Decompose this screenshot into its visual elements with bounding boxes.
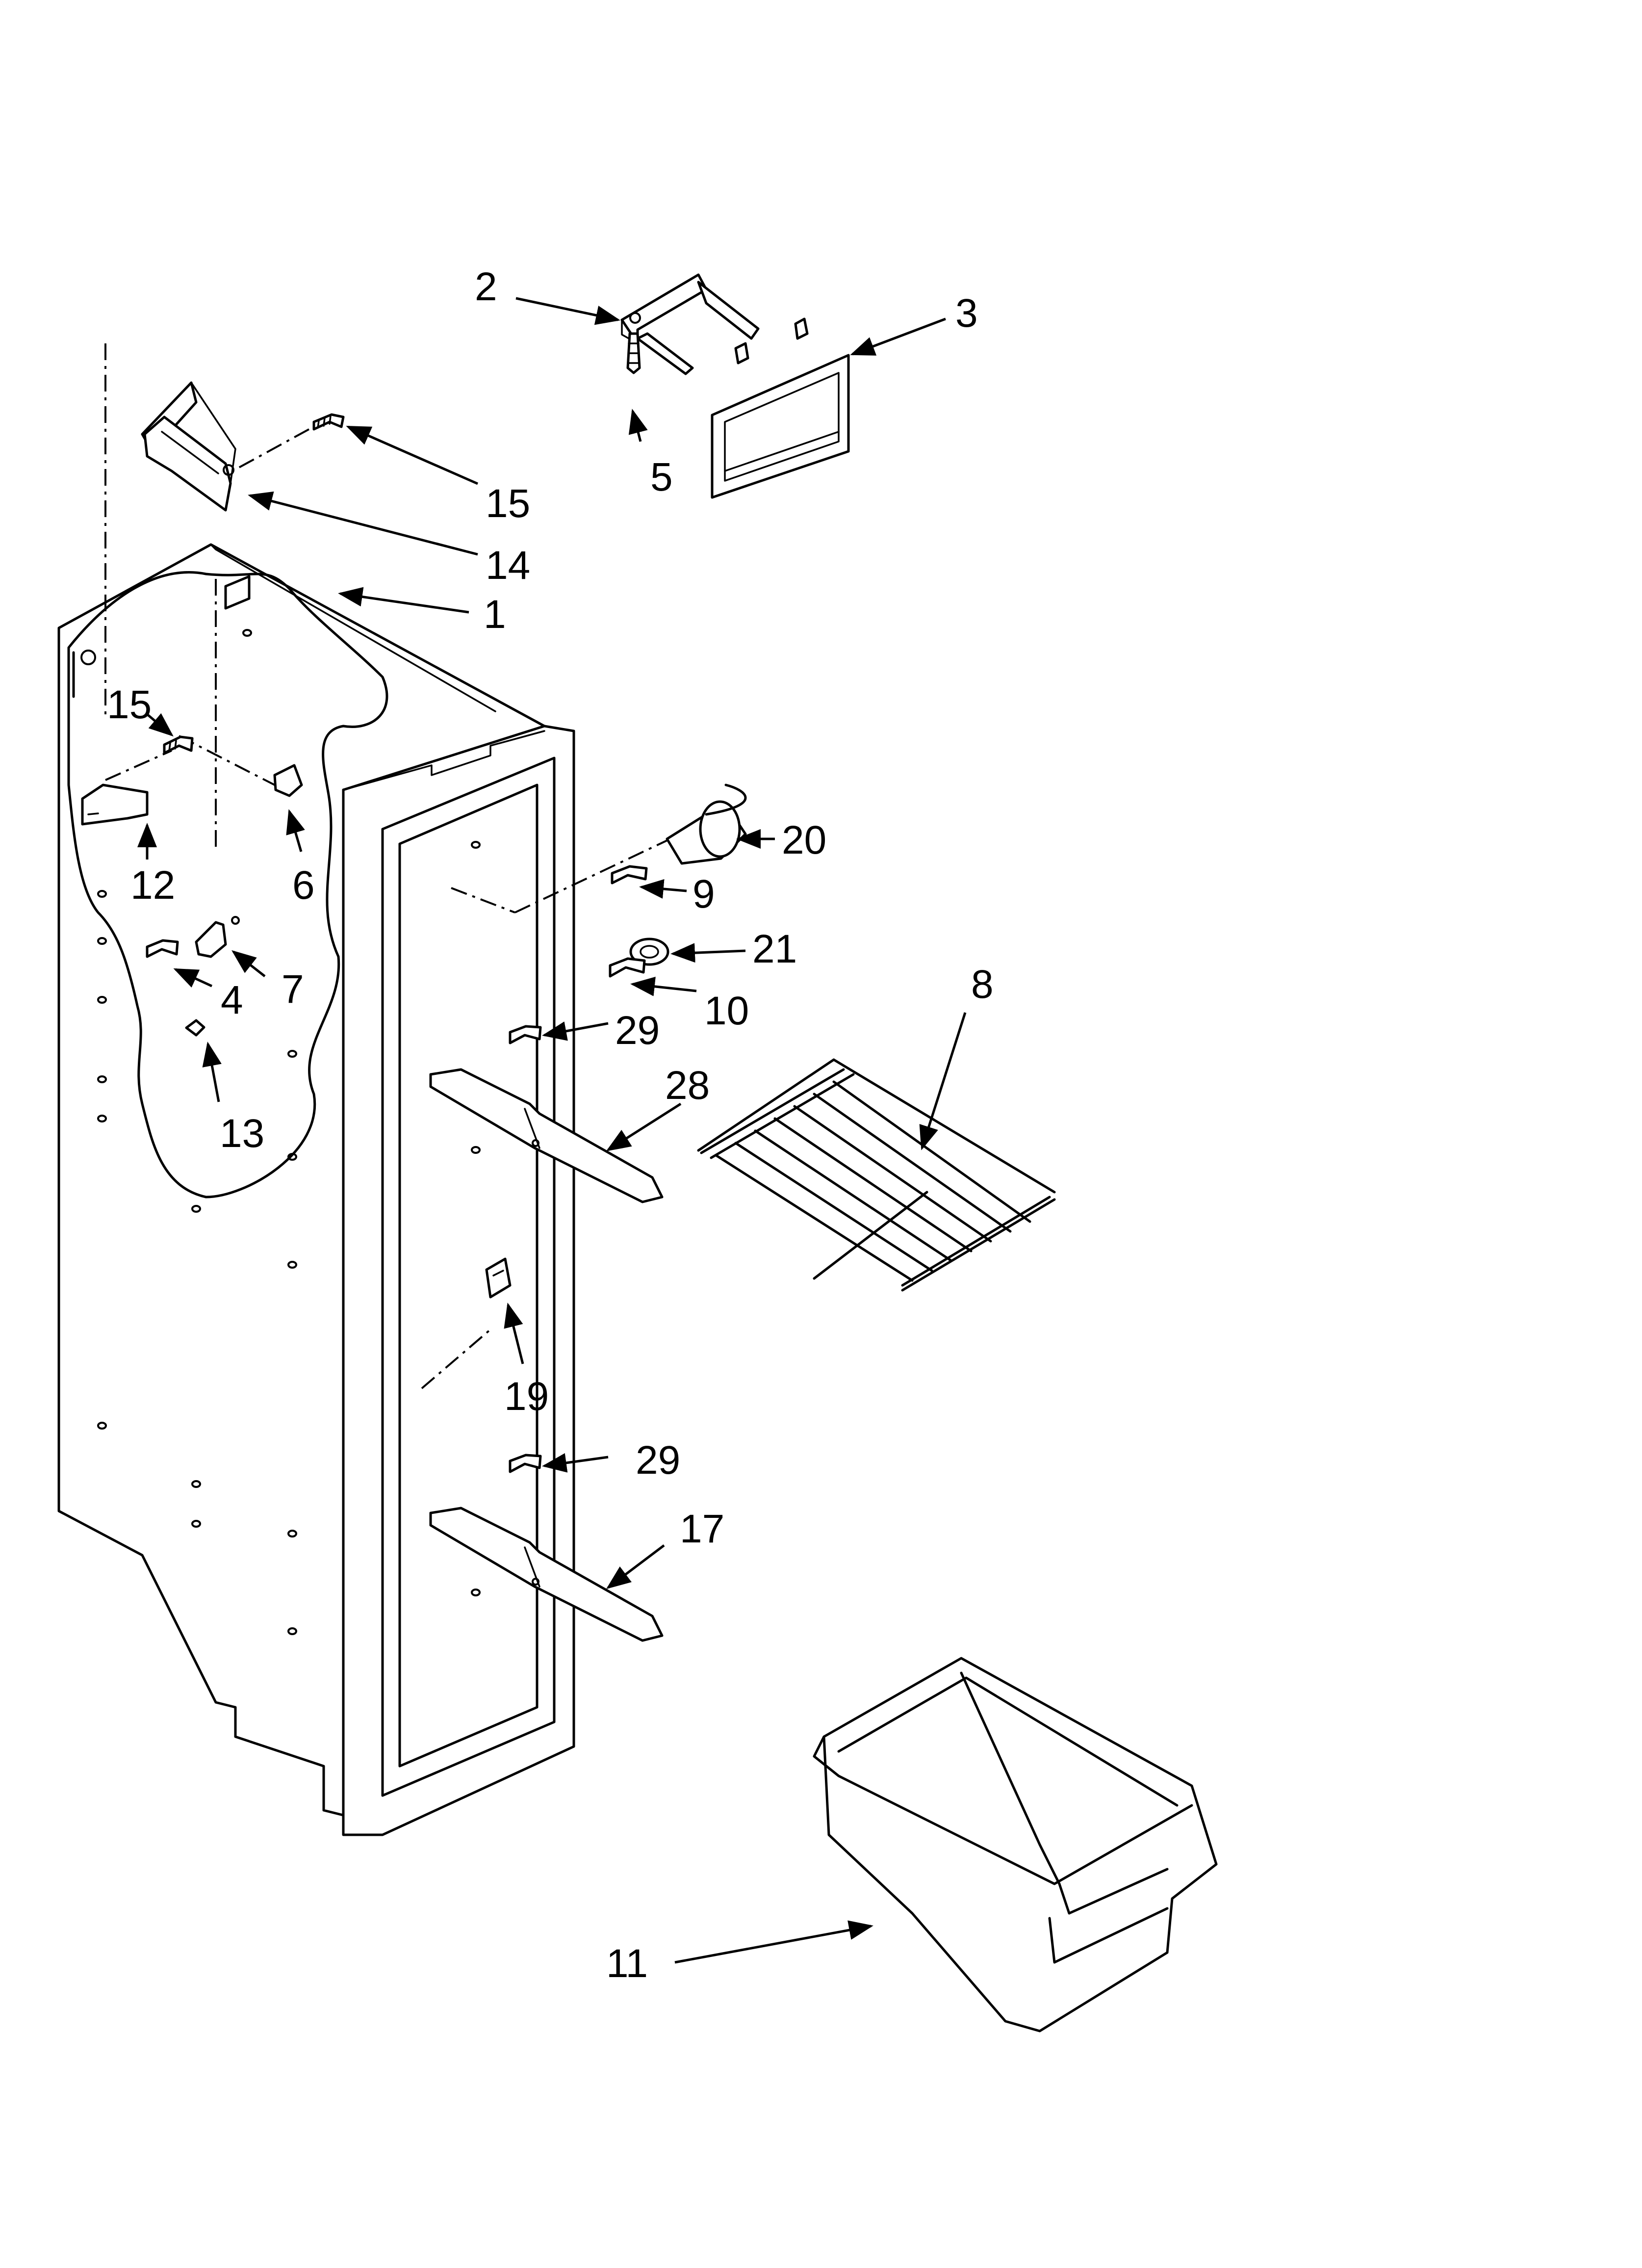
callout-13: 13 — [220, 1111, 264, 1156]
part-13-fastener — [185, 1019, 205, 1037]
part-29-screw-lower — [509, 1454, 542, 1473]
callout-19: 19 — [504, 1374, 549, 1419]
part-6-clip — [273, 764, 303, 797]
part-21-cap — [629, 938, 669, 966]
callout-2: 2 — [475, 264, 497, 309]
callout-14: 14 — [486, 543, 530, 588]
part-5-screw — [626, 332, 641, 374]
callout-20: 20 — [782, 818, 826, 862]
callout-11: 11 — [606, 1941, 648, 1986]
part-17-shelf-support — [429, 1507, 664, 1642]
callout-labels: 2 3 5 15 14 1 15 12 6 20 9 21 10 8 4 7 2… — [107, 264, 994, 1986]
callout-28: 28 — [665, 1063, 710, 1108]
callout-17: 17 — [680, 1507, 724, 1551]
callout-5: 5 — [650, 455, 673, 499]
callout-4: 4 — [221, 978, 243, 1022]
callout-10: 10 — [704, 989, 749, 1033]
callout-29: 29 — [636, 1438, 680, 1483]
part-11-bin — [813, 1657, 1218, 2033]
callout-15: 15 — [486, 481, 530, 526]
part-9-screw — [611, 865, 648, 885]
part-29-screw-upper — [509, 1025, 542, 1044]
freezer-liner — [57, 543, 575, 1836]
liner-mount-holes — [97, 629, 481, 1635]
part-20-housing — [666, 783, 747, 865]
callout-7: 7 — [282, 967, 304, 1012]
callout-29: 29 — [615, 1008, 660, 1053]
callout-21: 21 — [752, 927, 797, 971]
part-19-switch — [485, 1257, 512, 1299]
callout-3: 3 — [955, 291, 978, 336]
part-15-screw-top — [312, 413, 345, 431]
callout-12: 12 — [130, 863, 175, 908]
callout-9: 9 — [693, 872, 715, 916]
part-3-cover — [711, 317, 850, 499]
callout-arrows — [137, 297, 967, 1964]
part-28-shelf-support — [429, 1068, 664, 1203]
callout-6: 6 — [292, 863, 315, 908]
callout-15: 15 — [107, 682, 152, 727]
part-15-screw-side — [163, 735, 194, 755]
part-4-screw — [146, 939, 179, 958]
callout-8: 8 — [971, 962, 994, 1007]
part-7-bracket — [195, 916, 240, 958]
part-8-wire-shelf — [697, 1058, 1056, 1292]
callout-1: 1 — [484, 592, 506, 637]
part-2-shelf-bracket — [620, 273, 760, 375]
part-12-plate — [81, 783, 149, 826]
part-10-screw — [609, 957, 646, 978]
part-14-bracket — [141, 381, 236, 512]
